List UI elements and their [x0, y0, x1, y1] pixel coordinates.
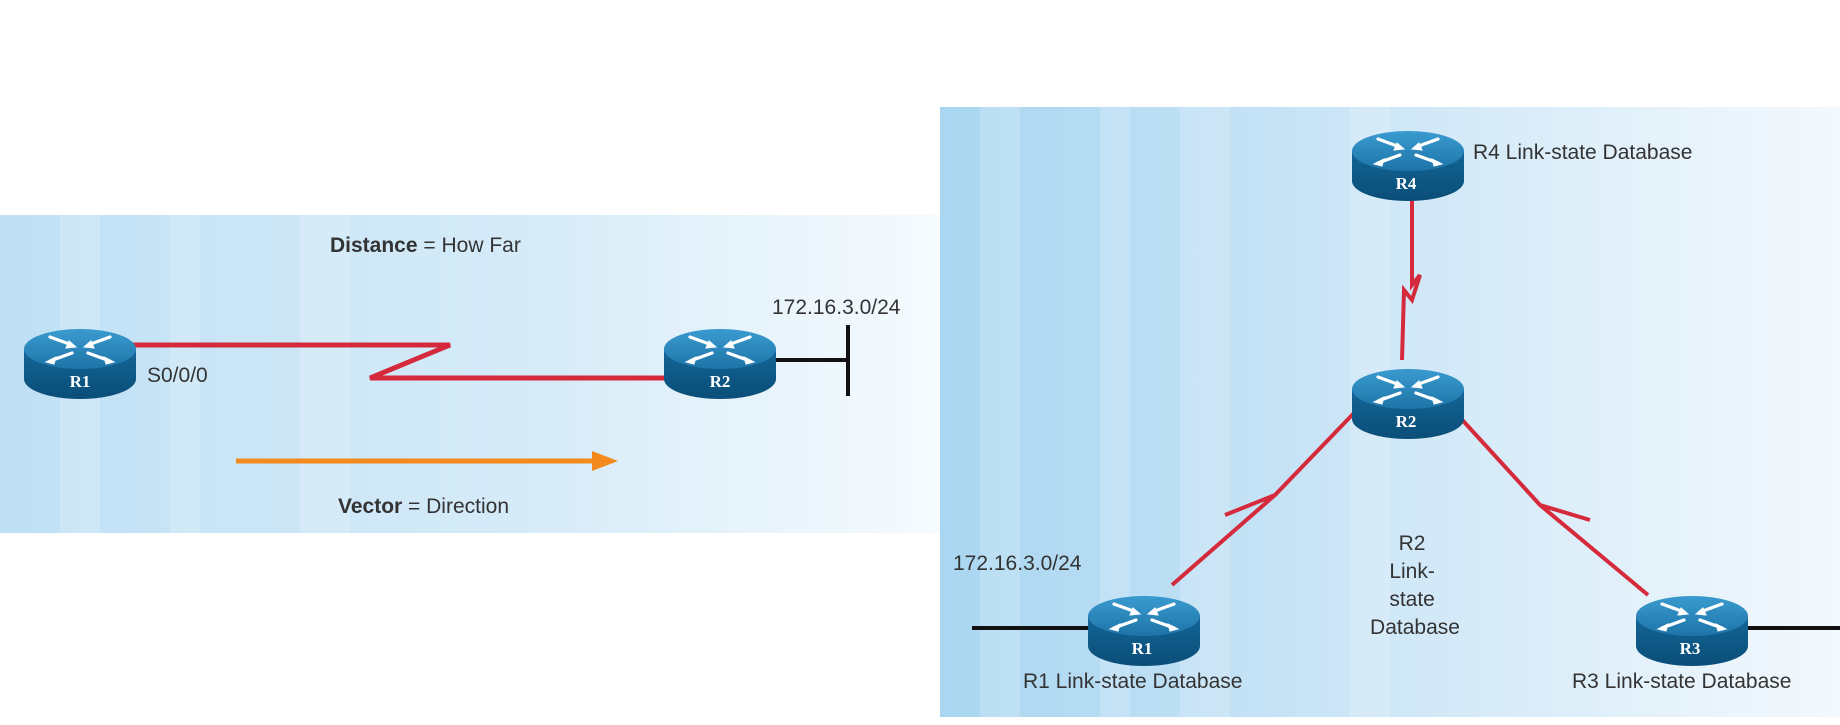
right-network-label: 172.16.3.0/24: [953, 552, 1082, 575]
right-router-r1: R1: [1086, 594, 1202, 668]
right-router-r4: R4: [1350, 129, 1466, 203]
r2-database-label: R2 Link- state Database: [1370, 532, 1460, 639]
left-router-r2: R2: [662, 327, 778, 401]
right-router-r4-label: R4: [1396, 174, 1417, 193]
distance-caption: Distance = How Far: [330, 234, 521, 257]
serial-link-r2-r3: [1453, 410, 1650, 597]
left-panel-background: [0, 215, 940, 533]
left-router-r2-label: R2: [710, 372, 731, 391]
left-router-r1-label: R1: [70, 372, 91, 391]
left-network-label: 172.16.3.0/24: [772, 296, 901, 319]
right-router-r2-label: R2: [1396, 412, 1417, 431]
vector-caption: Vector = Direction: [338, 495, 509, 518]
r3-database-label: R3 Link-state Database: [1572, 670, 1791, 693]
direction-arrow-icon: [236, 451, 618, 471]
right-panel-decoration: [980, 107, 1390, 717]
right-router-r1-label: R1: [1132, 639, 1153, 658]
interface-label: S0/0/0: [147, 364, 208, 387]
left-router-r1: R1: [22, 327, 138, 401]
r4-database-label: R4 Link-state Database: [1473, 141, 1692, 164]
serial-link-r4-r2: [1400, 200, 1422, 361]
left-panel-decoration: [60, 215, 350, 533]
right-router-r3: R3: [1634, 594, 1750, 668]
serial-link-r2-r1: [1170, 410, 1357, 587]
right-router-r3-label: R3: [1680, 639, 1701, 658]
r1-database-label: R1 Link-state Database: [1023, 670, 1242, 693]
right-router-r2: R2: [1350, 367, 1466, 441]
serial-link-r1-r2: [115, 342, 668, 381]
